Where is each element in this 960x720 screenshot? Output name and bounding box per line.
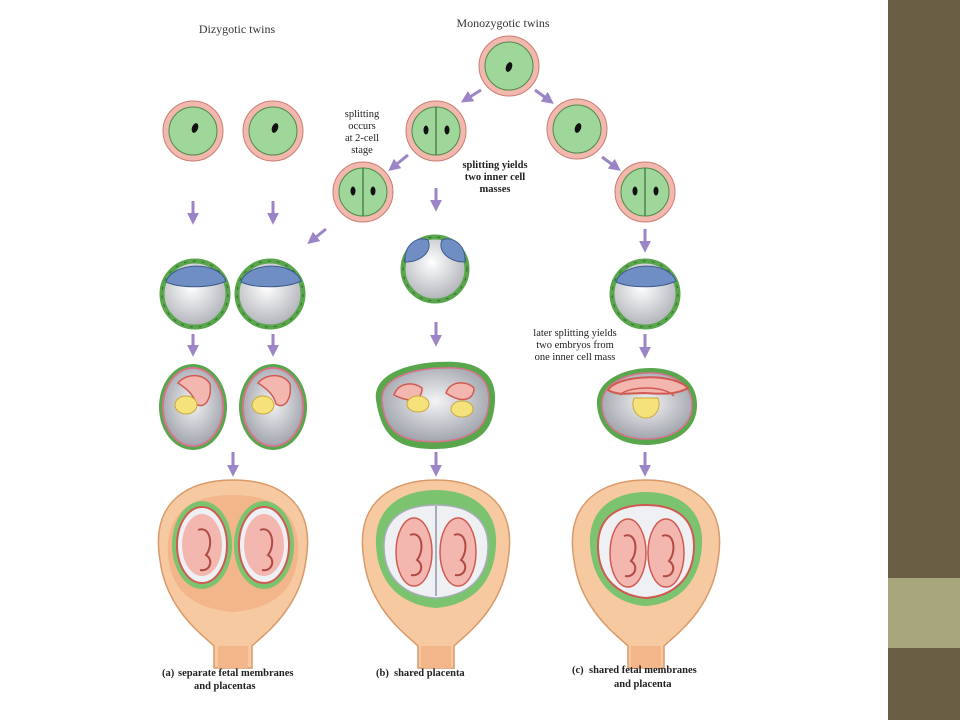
twin-formation-diagram: Dizygotic twins Monozygotic twins splitt… [157, 16, 721, 692]
svg-text:splitting: splitting [345, 109, 380, 120]
zygote-monozygotic-right [546, 98, 608, 160]
caption-b: (b) shared placenta [376, 668, 465, 679]
two-cell-split-left [332, 161, 394, 223]
zygote-dizygotic-2 [242, 100, 304, 162]
monozygotic-title: Monozygotic twins [457, 16, 550, 30]
svg-text:splitting yields: splitting yields [462, 160, 527, 171]
svg-text:(b): (b) [376, 668, 389, 679]
annotation-icm-split: splitting yields two inner cell masses [462, 160, 527, 195]
svg-text:and placenta: and placenta [614, 679, 672, 690]
svg-text:shared placenta: shared placenta [394, 668, 465, 679]
caption-c: (c) shared fetal membranes and placenta [572, 665, 697, 690]
annotation-later-split: later splitting yields two embryos from … [533, 328, 616, 363]
svg-text:one inner cell mass: one inner cell mass [535, 352, 616, 363]
svg-text:masses: masses [480, 184, 511, 195]
embryo-stage-b [375, 361, 496, 450]
arrow [388, 153, 409, 172]
svg-text:at 2-cell: at 2-cell [345, 133, 379, 144]
annotation-2cell-split: splitting occurs at 2-cell stage [345, 109, 380, 156]
arrow [601, 155, 621, 171]
uterus-c [571, 479, 721, 669]
sidebar-dark-bottom [888, 648, 960, 720]
embryo-stage-a1 [159, 364, 227, 450]
caption-a: (a) separate fetal membranes and placent… [162, 668, 293, 692]
two-cell-stage [405, 100, 467, 162]
embryo-stage-a2 [239, 364, 307, 450]
uterus-b [361, 479, 511, 669]
blastocyst-c [609, 258, 681, 330]
svg-text:later splitting yields: later splitting yields [533, 328, 616, 339]
svg-text:and placentas: and placentas [194, 681, 256, 692]
arrows [187, 88, 651, 477]
sidebar-light [888, 578, 960, 648]
svg-text:shared fetal membranes: shared fetal membranes [589, 665, 697, 676]
arrow [307, 227, 327, 244]
svg-text:two inner cell: two inner cell [465, 172, 526, 183]
blastocyst-b [400, 234, 470, 304]
uterus-a [157, 479, 309, 669]
dizygotic-title: Dizygotic twins [199, 22, 276, 36]
svg-text:(c): (c) [572, 665, 584, 676]
svg-text:occurs: occurs [348, 121, 375, 132]
zygote-monozygotic [478, 35, 540, 97]
two-cell-stage-right [614, 161, 676, 223]
arrow [534, 88, 554, 104]
sidebar-dark-top [888, 0, 960, 578]
blastocyst-a1 [159, 258, 231, 330]
svg-text:stage: stage [351, 145, 373, 156]
svg-text:two embryos from: two embryos from [536, 340, 614, 351]
svg-text:separate fetal membranes: separate fetal membranes [178, 668, 293, 679]
arrow [460, 88, 482, 103]
zygote-dizygotic-1 [162, 100, 224, 162]
blastocyst-a2 [234, 258, 306, 330]
embryo-stage-c [596, 368, 697, 445]
svg-text:(a): (a) [162, 668, 175, 679]
